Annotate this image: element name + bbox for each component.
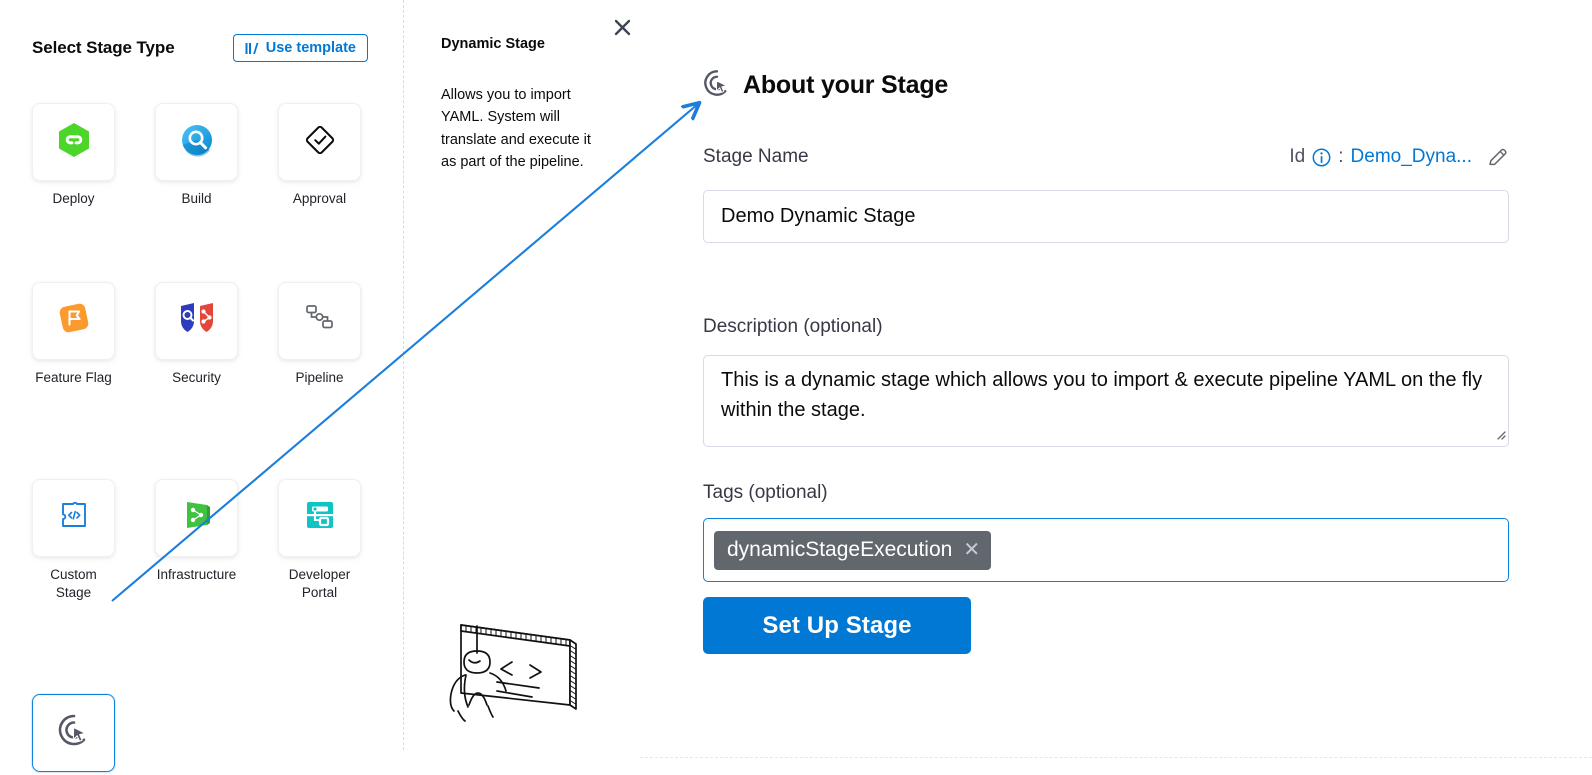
template-bars-icon <box>245 42 260 55</box>
tag-chip: dynamicStageExecution ✕ <box>714 530 992 570</box>
stage-cell-feature-flag: Feature Flag <box>32 281 115 387</box>
stage-cell-security: Security <box>155 281 238 387</box>
approval-diamond-check-icon <box>303 123 337 162</box>
info-circle-icon[interactable] <box>1312 148 1331 167</box>
stage-card-pipeline[interactable] <box>278 281 361 360</box>
stage-name-input[interactable] <box>703 190 1509 243</box>
stage-id-label: Id <box>1289 146 1306 167</box>
stage-label-infrastructure: Infrastructure <box>156 566 237 582</box>
person-presenting-code-board-illustration <box>444 605 604 725</box>
bottom-divider <box>640 757 1592 758</box>
stage-label-approval: Approval <box>292 191 347 206</box>
stage-id-separator: : <box>1338 146 1344 167</box>
feature-flag-icon <box>56 300 92 341</box>
stage-card-custom-stage[interactable] <box>32 478 115 557</box>
build-magnifier-icon <box>180 123 214 162</box>
stage-label-pipeline: Pipeline <box>295 369 344 385</box>
stage-cell-build: Build <box>155 103 238 208</box>
use-template-label: Use template <box>265 40 356 56</box>
security-shields-icon <box>177 301 217 340</box>
stage-name-label-row: Stage Name Id : Demo_Dyna... <box>703 146 1509 168</box>
stage-card-approval[interactable] <box>278 103 361 181</box>
stage-label-custom-stage: Custom Stage <box>50 566 97 600</box>
pipeline-nodes-icon <box>303 302 337 339</box>
description-label: Description (optional) <box>703 316 883 337</box>
tags-label: Tags (optional) <box>703 482 828 503</box>
close-icon[interactable] <box>609 14 635 40</box>
stage-label-security: Security <box>172 369 221 385</box>
description-label-row: Description (optional) <box>703 316 1509 338</box>
stage-card-build[interactable] <box>155 103 238 181</box>
stage-type-grid: Deploy <box>32 103 372 775</box>
description-textarea[interactable] <box>703 355 1509 447</box>
about-heading-row: About your Stage <box>702 68 948 103</box>
stage-id-display: Id : Demo_Dyna... <box>1289 146 1509 168</box>
deploy-hexagon-icon <box>57 122 91 163</box>
stage-cell-custom-stage: Custom Stage <box>32 478 115 602</box>
stage-id-value[interactable]: Demo_Dyna... <box>1350 146 1472 167</box>
about-heading-label: About your Stage <box>743 71 949 99</box>
tags-label-row: Tags (optional) <box>703 482 1509 504</box>
stage-card-deploy[interactable] <box>32 103 115 181</box>
dynamic-stage-click-target-icon <box>702 68 732 103</box>
stage-card-dynamic-stage[interactable] <box>32 693 115 772</box>
stage-cell-deploy: Deploy <box>32 103 115 208</box>
tags-input[interactable]: dynamicStageExecution ✕ <box>703 518 1509 582</box>
stage-cell-dynamic-stage: Dynamic Stage <box>32 693 115 775</box>
custom-stage-puzzle-code-icon <box>58 499 90 536</box>
stage-cell-infrastructure: Infrastructure <box>155 478 238 602</box>
stage-name-label: Stage Name <box>703 146 809 167</box>
stage-card-infrastructure[interactable] <box>155 478 238 557</box>
stage-card-security[interactable] <box>155 281 238 360</box>
stage-info-title: Dynamic Stage <box>441 36 545 52</box>
tag-remove-icon[interactable]: ✕ <box>963 539 981 561</box>
pencil-icon[interactable] <box>1487 146 1509 168</box>
left-panel-header: Select Stage Type Use template <box>32 34 372 66</box>
developer-portal-icon <box>304 499 336 536</box>
stage-cell-pipeline: Pipeline <box>278 281 361 387</box>
stage-label-developer-portal: Developer Portal <box>288 566 351 600</box>
stage-card-feature-flag[interactable] <box>32 281 115 360</box>
dynamic-stage-click-target-icon <box>56 712 92 753</box>
tag-chip-label: dynamicStageExecution <box>727 538 953 561</box>
about-your-stage-panel: About your Stage Stage Name Id : Demo_Dy… <box>640 0 1592 775</box>
infrastructure-icon <box>182 499 212 536</box>
stage-info-description: Allows you to import YAML. System will t… <box>441 87 591 171</box>
stage-label-build: Build <box>181 191 212 206</box>
stage-card-developer-portal[interactable] <box>278 478 361 557</box>
set-up-stage-button[interactable]: Set Up Stage <box>703 597 971 654</box>
stage-label-deploy: Deploy <box>52 191 95 206</box>
stage-cell-approval: Approval <box>278 103 361 208</box>
stage-info-panel: Dynamic Stage Allows you to import YAML.… <box>404 0 640 775</box>
use-template-button[interactable]: Use template <box>232 34 368 62</box>
page-title: Select Stage Type <box>32 38 175 57</box>
select-stage-type-panel: Select Stage Type Use template <box>0 0 403 775</box>
stage-label-feature-flag: Feature Flag <box>35 369 112 385</box>
stage-cell-developer-portal: Developer Portal <box>278 478 361 602</box>
